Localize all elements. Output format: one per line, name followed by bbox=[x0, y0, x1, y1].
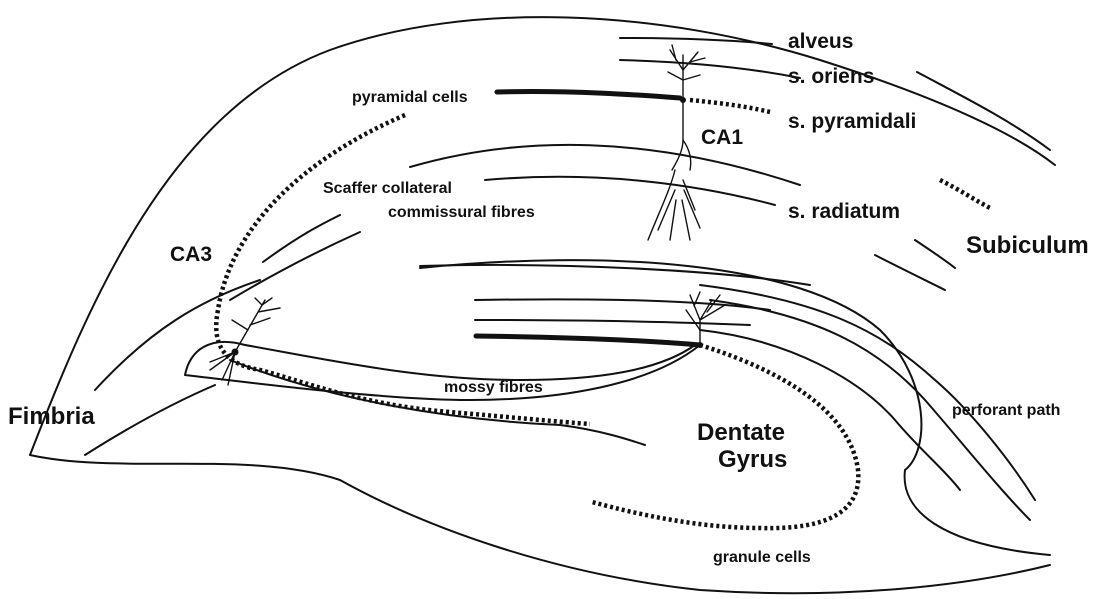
label-ca3: CA3 bbox=[170, 243, 212, 267]
label-ca1: CA1 bbox=[701, 126, 743, 150]
granule-thick-line bbox=[476, 336, 700, 345]
dentate-outer-arc bbox=[420, 260, 921, 470]
label-scaffer-collateral: Scaffer collateral bbox=[323, 180, 452, 198]
label-perforant-path: perforant path bbox=[952, 402, 1060, 420]
pyramidal-dash-ca1 bbox=[690, 100, 770, 112]
radiatum-line-1 bbox=[410, 145, 800, 185]
label-s-oriens: s. oriens bbox=[788, 65, 874, 89]
label-granule-cells: granule cells bbox=[713, 549, 811, 567]
mossy-fibre-line-2 bbox=[230, 360, 645, 445]
ca3-pyramidal-dashed bbox=[216, 115, 590, 424]
label-pyramidal-cells: pyramidal cells bbox=[352, 89, 468, 107]
pyramidal-thick-line bbox=[497, 92, 680, 98]
mossy-fibre-line-1 bbox=[245, 345, 695, 380]
radiatum-line-4 bbox=[230, 232, 360, 300]
radiatum-line-3 bbox=[263, 215, 340, 262]
ca1-neuron bbox=[648, 45, 705, 240]
label-fimbria: Fimbria bbox=[8, 403, 95, 431]
oriens-line bbox=[917, 72, 1050, 150]
label-subiculum: Subiculum bbox=[966, 232, 1089, 260]
label-mossy-fibres: mossy fibres bbox=[444, 379, 543, 397]
label-commissural-fibres: commissural fibres bbox=[388, 204, 535, 222]
label-s-pyramidali: s. pyramidali bbox=[788, 110, 916, 134]
label-dentate: Dentate bbox=[697, 419, 785, 447]
lower-right-curve bbox=[905, 470, 1050, 555]
bottom-contour bbox=[30, 455, 1050, 593]
label-gyrus: Gyrus bbox=[718, 446, 787, 474]
oriens-line-2 bbox=[620, 60, 800, 78]
dentate-line-3 bbox=[475, 320, 750, 325]
subiculum-line-1 bbox=[915, 240, 955, 268]
subiculum-line-2 bbox=[875, 255, 945, 290]
subiculum-dash bbox=[940, 180, 990, 208]
fimbria-line-2 bbox=[85, 385, 215, 455]
dentate-line-2 bbox=[475, 299, 770, 310]
label-alveus: alveus bbox=[788, 30, 853, 54]
label-s-radiatum: s. radiatum bbox=[788, 200, 900, 224]
radiatum-line-2 bbox=[485, 177, 775, 205]
dentate-inner-loop bbox=[185, 342, 700, 400]
